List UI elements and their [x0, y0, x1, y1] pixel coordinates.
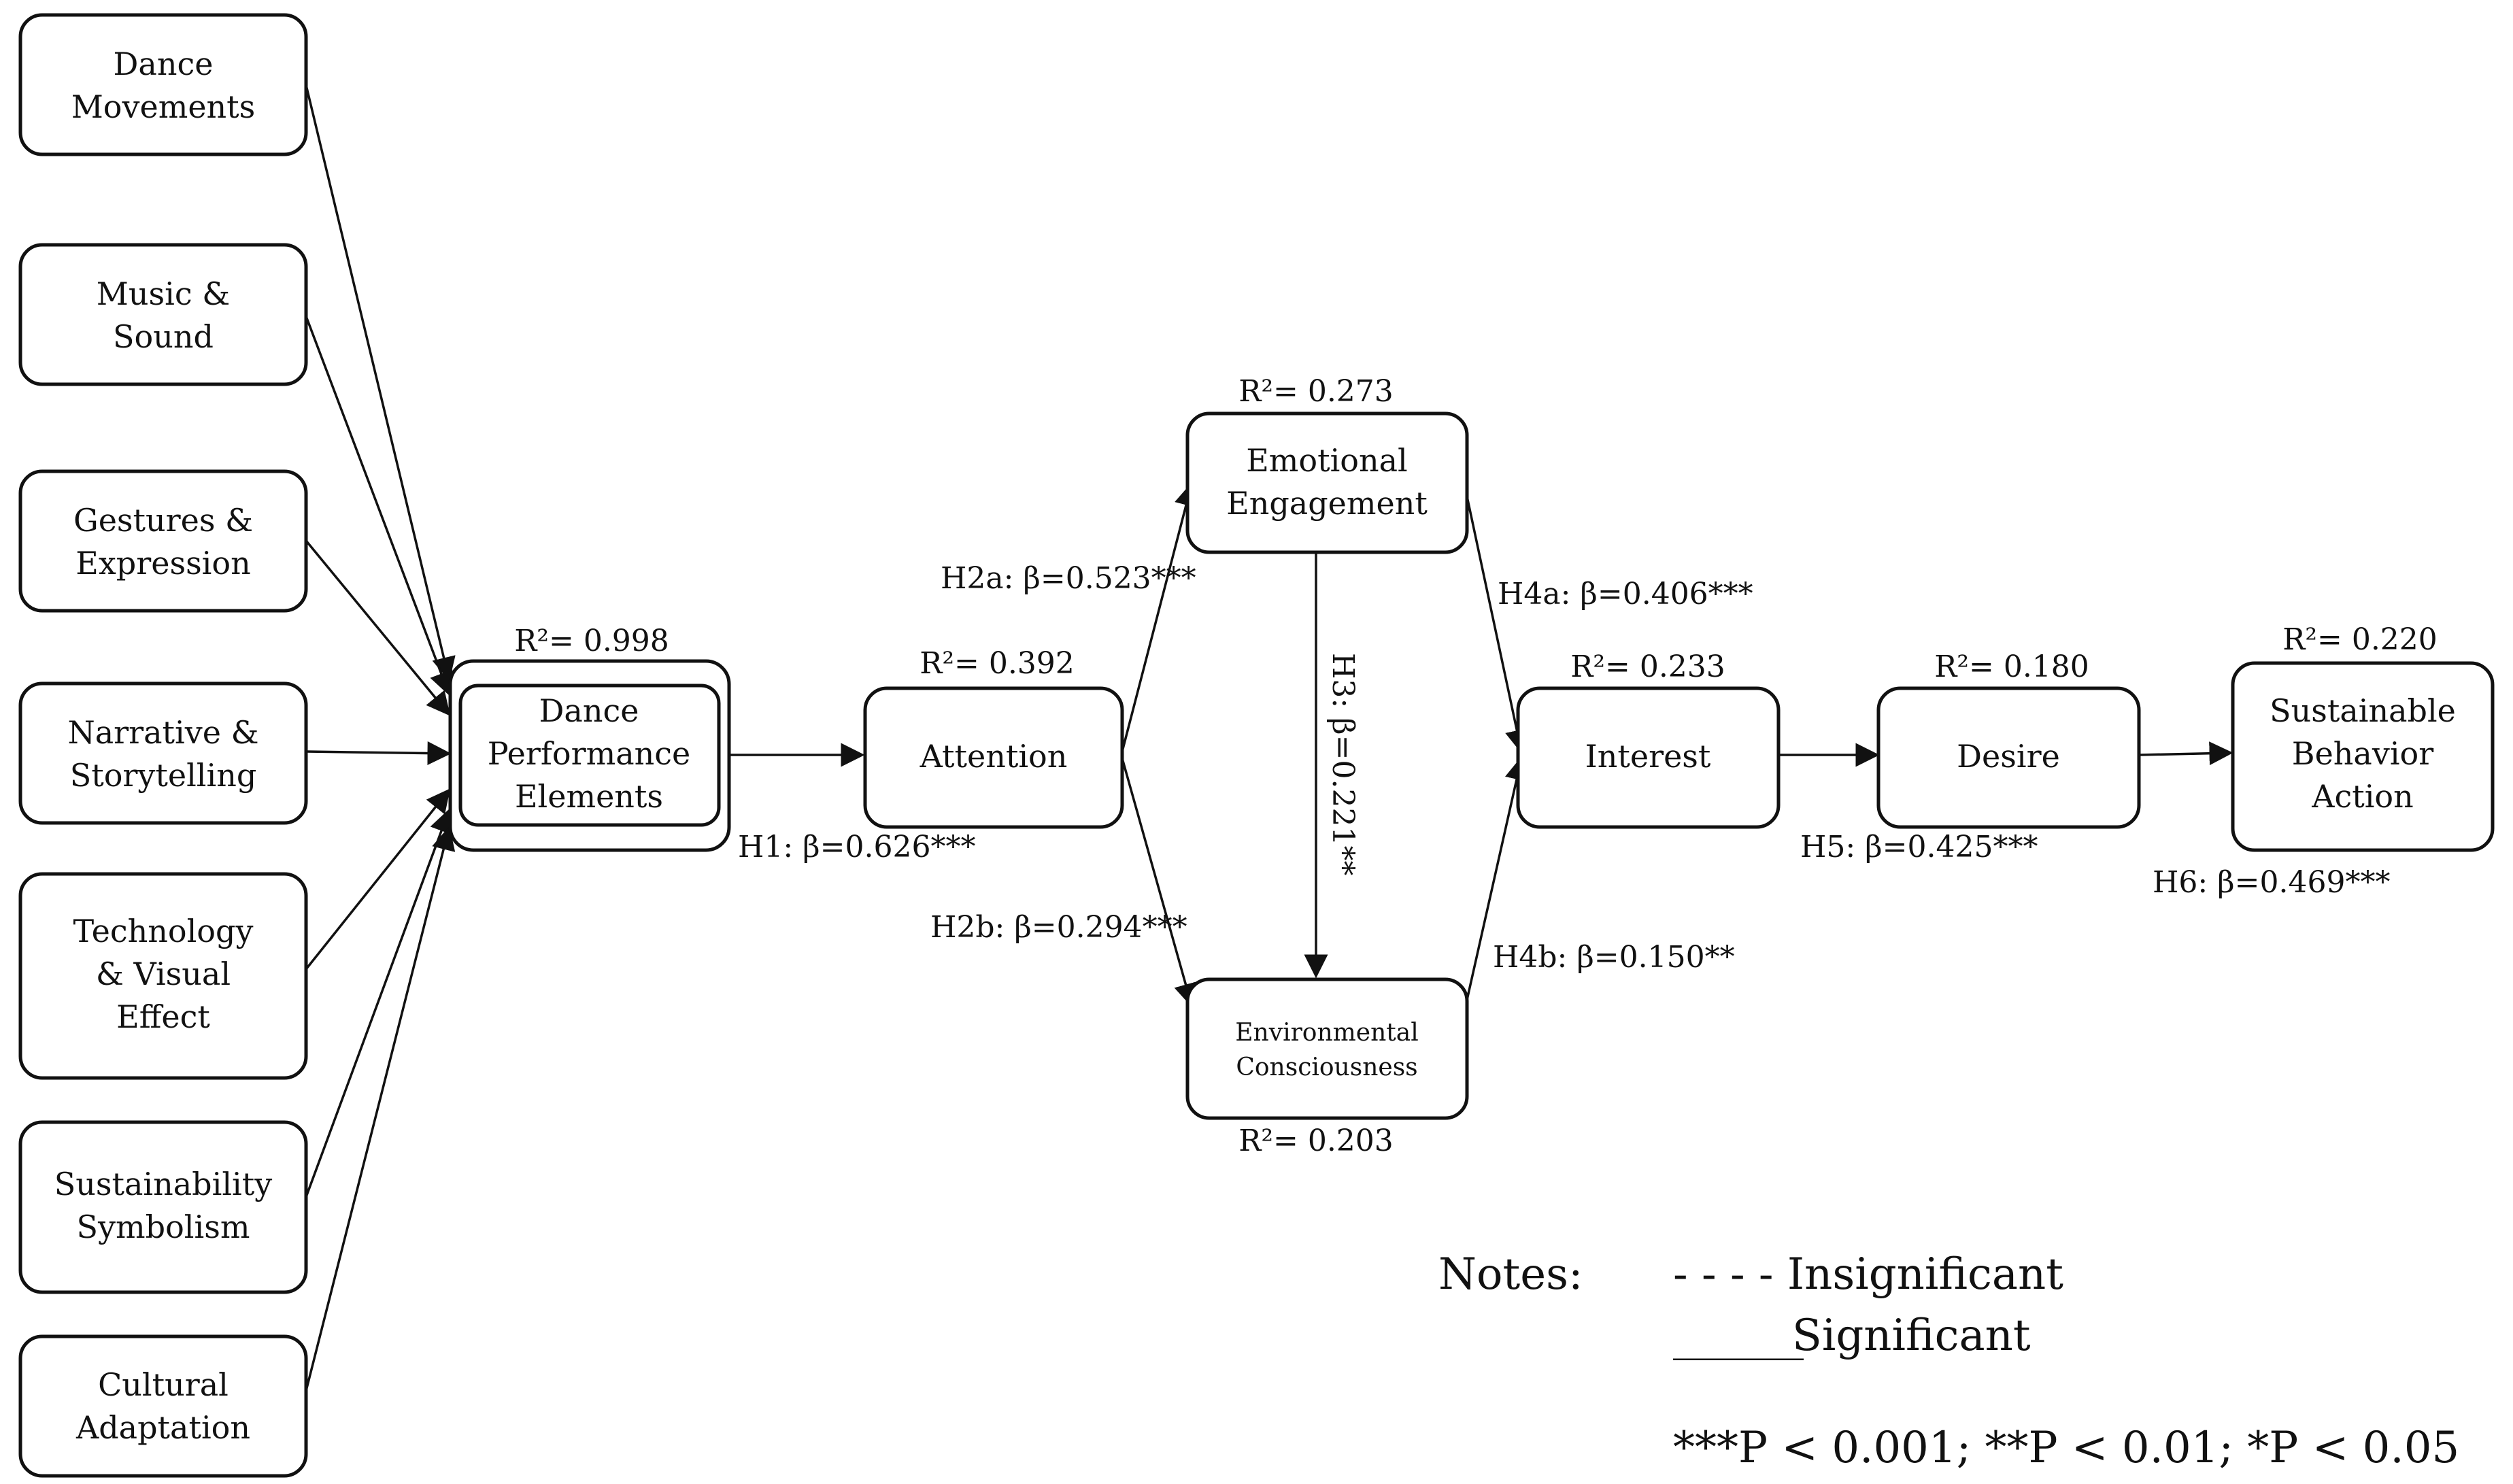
path-label-h1: H1: β=0.626*** — [738, 830, 975, 864]
notes-heading: Notes: — [1438, 1249, 1583, 1300]
node-environmental-consciousness: Environmental Consciousness R²= 0.203 — [1185, 977, 1469, 1158]
path-label-h5: H5: β=0.425*** — [1800, 830, 2038, 864]
node-label-line: Narrative & — [67, 714, 258, 751]
node-label-line: Performance — [488, 735, 690, 772]
edge-cultural-adaptation — [305, 826, 456, 1392]
node-label-line: Gestures & — [73, 502, 253, 539]
edge-narrative-storytelling — [305, 741, 452, 766]
node-label-line: Effect — [116, 998, 210, 1035]
node-sustainable-behavior: Sustainable Behavior Action R²= 0.220 — [2231, 622, 2495, 852]
node-label-line: Music & — [97, 275, 230, 312]
node-label-line: Behavior — [2292, 735, 2433, 772]
r2-label: R²= 0.998 — [514, 624, 669, 658]
legend-significant: Significant — [1792, 1311, 2031, 1361]
edge-music-sound — [305, 316, 453, 696]
path-label-h2b: H2b: β=0.294*** — [930, 910, 1187, 945]
node-label-line: Dance — [114, 46, 214, 82]
notes-legend: Notes: - - - - Insignificant ______ Sign… — [1438, 1249, 2459, 1473]
node-label-line: Storytelling — [70, 757, 257, 794]
node-cultural-adaptation: Cultural Adaptation — [18, 1334, 308, 1478]
edge-dance-movements — [305, 84, 456, 681]
node-label-line: Technology — [73, 913, 254, 949]
path-label-h4b: H4b: β=0.150** — [1493, 940, 1735, 975]
node-narrative-storytelling: Narrative & Storytelling — [18, 681, 308, 825]
r2-label: R²= 0.203 — [1238, 1124, 1394, 1158]
node-label-line: Desire — [1957, 738, 2060, 775]
edges — [305, 84, 2233, 1392]
r2-label: R²= 0.220 — [2282, 622, 2438, 657]
legend-significant-line: ______ — [1673, 1311, 1804, 1361]
edge-h4a — [1466, 496, 1529, 754]
node-label-line: & Visual — [96, 956, 231, 992]
node-label-line: Dance — [539, 692, 639, 729]
node-gestures-expression: Gestures & Expression — [18, 469, 308, 613]
node-desire: Desire R²= 0.180 — [1876, 650, 2141, 829]
edge-h6 — [2138, 741, 2233, 766]
path-label-h3: H3: β=0.221** — [1326, 653, 1360, 875]
node-emotional-engagement: Emotional Engagement R²= 0.273 — [1185, 374, 1469, 554]
r2-label: R²= 0.180 — [1934, 650, 2089, 684]
node-music-sound: Music & Sound — [18, 243, 308, 386]
r2-label: R²= 0.233 — [1570, 650, 1725, 684]
node-interest: Interest R²= 0.233 — [1516, 650, 1781, 829]
node-label-line: Movements — [71, 88, 256, 125]
edge-gestures-expression — [305, 539, 451, 716]
path-labels: H1: β=0.626*** H2a: β=0.523*** H2b: β=0.… — [738, 561, 2390, 975]
node-label-line: Adaptation — [75, 1409, 250, 1446]
node-label-line: Engagement — [1226, 485, 1428, 522]
node-label-line: Environmental — [1235, 1019, 1418, 1047]
node-dance-movements: Dance Movements — [18, 13, 308, 156]
node-label-line: Expression — [75, 545, 250, 581]
node-dance-performance: Dance Performance Elements R²= 0.998 — [448, 624, 731, 852]
legend-insignificant: - - - - Insignificant — [1673, 1249, 2063, 1300]
edge-h4b — [1466, 756, 1529, 1000]
node-label-line: Attention — [920, 738, 1068, 775]
node-technology-visual: Technology & Visual Effect — [18, 872, 308, 1080]
path-label-h6: H6: β=0.469*** — [2153, 865, 2390, 900]
node-label-line: Sustainability — [54, 1166, 272, 1202]
path-label-h2a: H2a: β=0.523*** — [941, 561, 1196, 596]
node-label-line: Cultural — [98, 1366, 229, 1403]
node-label-line: Interest — [1585, 738, 1711, 775]
node-label-line: Emotional — [1246, 442, 1408, 479]
node-label-line: Elements — [515, 778, 663, 815]
r2-label: R²= 0.392 — [920, 646, 1075, 681]
node-label-line: Symbolism — [77, 1209, 250, 1245]
node-attention: Attention R²= 0.392 — [863, 646, 1124, 829]
node-label-line: Consciousness — [1236, 1053, 1417, 1081]
node-label-line: Sustainable — [2270, 692, 2456, 729]
edge-sustainability-symbolism — [305, 808, 453, 1198]
edge-h2b — [1121, 758, 1198, 1008]
r2-label: R²= 0.273 — [1238, 374, 1394, 409]
node-label-line: Action — [2311, 778, 2414, 815]
legend-pvalues: ***P < 0.001; **P < 0.01; *P < 0.05 — [1673, 1423, 2459, 1473]
node-sustainability-symbolism: Sustainability Symbolism — [18, 1120, 308, 1294]
edge-technology-visual — [305, 788, 451, 971]
node-label-line: Sound — [113, 318, 214, 355]
path-label-h4a: H4a: β=0.406*** — [1498, 577, 1753, 611]
edge-h2a — [1121, 482, 1198, 752]
